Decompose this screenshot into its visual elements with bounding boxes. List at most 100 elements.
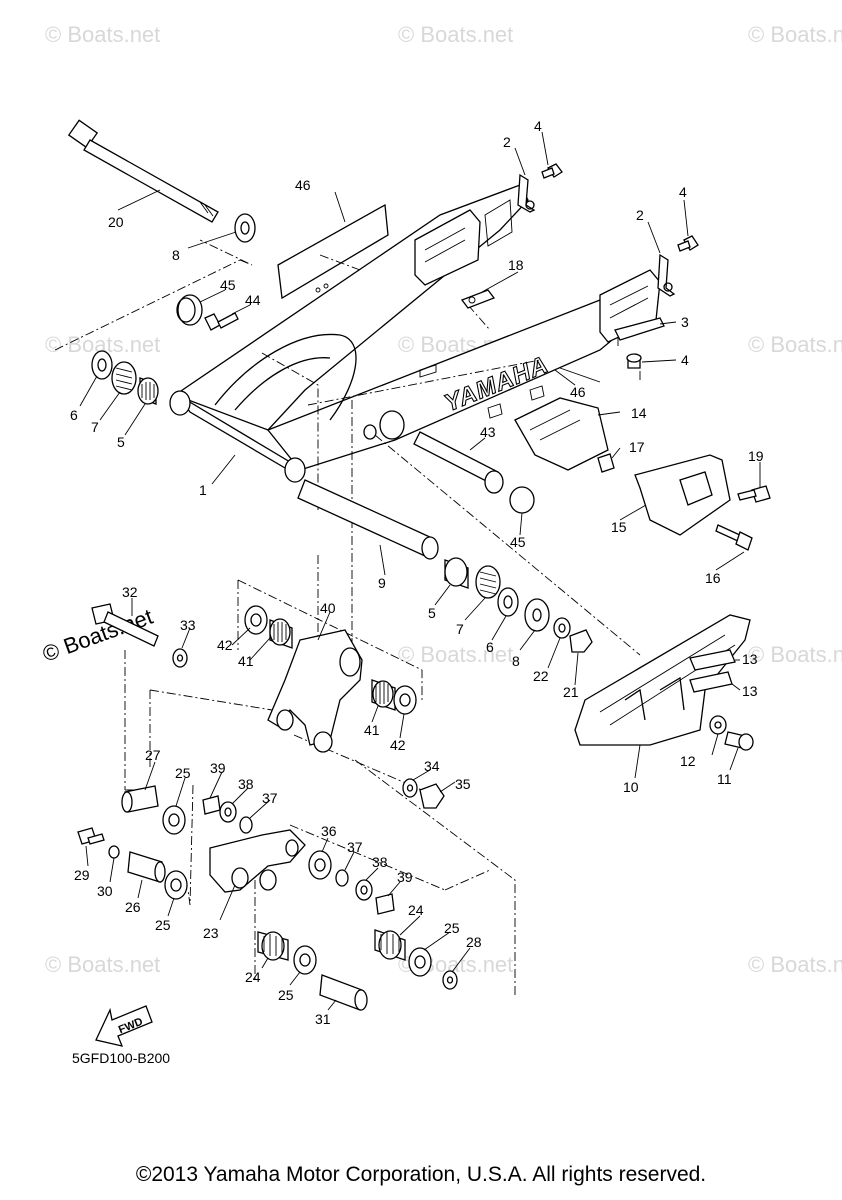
bracket[interactable] <box>657 253 676 297</box>
bearing[interactable] <box>257 931 289 961</box>
circlip[interactable] <box>335 869 349 887</box>
cap[interactable] <box>509 486 535 514</box>
callout-label: 7 <box>91 419 99 435</box>
relay-arm[interactable] <box>267 629 363 753</box>
callout-label: 38 <box>372 854 388 870</box>
shaft[interactable] <box>413 431 504 494</box>
chain-guide[interactable] <box>574 614 751 746</box>
callout-label: 6 <box>486 639 494 655</box>
callout-label: 25 <box>155 917 171 933</box>
oil-seal[interactable] <box>497 587 519 617</box>
bolt[interactable] <box>715 524 753 551</box>
oil-seal[interactable] <box>244 605 268 635</box>
callout-label: 20 <box>108 214 124 230</box>
bearing[interactable] <box>371 679 396 711</box>
nut[interactable] <box>569 629 593 653</box>
plate[interactable] <box>614 317 665 346</box>
bolt[interactable] <box>202 795 221 815</box>
bolt[interactable] <box>724 731 754 751</box>
callout-label: 33 <box>180 617 196 633</box>
bearing[interactable] <box>308 850 332 880</box>
bearing[interactable] <box>444 557 469 589</box>
nut[interactable] <box>419 783 445 809</box>
callout-label: 45 <box>510 534 526 550</box>
collar-shaft[interactable] <box>297 479 439 560</box>
washer[interactable] <box>709 715 727 735</box>
callout-label: 12 <box>680 753 696 769</box>
bearing[interactable] <box>269 618 293 649</box>
chain-guide-bracket[interactable] <box>634 454 731 536</box>
callout-label: 19 <box>748 448 764 464</box>
callout-label: 4 <box>534 118 542 134</box>
callout-label: 24 <box>245 969 261 985</box>
bracket[interactable] <box>517 173 536 213</box>
callout-label: 32 <box>122 584 138 600</box>
callout-label: 44 <box>245 292 261 308</box>
callout-label: 25 <box>278 987 294 1003</box>
callout-label: 25 <box>175 765 191 781</box>
bolt[interactable] <box>375 893 395 915</box>
watermark: © Boats.net <box>45 952 160 977</box>
swingarm[interactable]: YAMAHA <box>169 184 661 483</box>
thrust-washer[interactable] <box>234 213 256 243</box>
spring-bushing[interactable] <box>475 565 501 599</box>
callout-label: 38 <box>238 776 254 792</box>
watermark: © Boats.net <box>748 642 842 667</box>
callout-label: 42 <box>217 637 233 653</box>
bolt[interactable] <box>204 312 239 331</box>
bolt[interactable] <box>737 485 771 503</box>
guide-lines <box>187 759 516 995</box>
bearing[interactable] <box>374 929 406 961</box>
washer[interactable] <box>172 648 188 668</box>
decal[interactable] <box>277 203 389 300</box>
circlip[interactable] <box>239 816 253 834</box>
chain-guard[interactable] <box>514 397 609 471</box>
washer[interactable] <box>355 879 373 901</box>
collar[interactable] <box>127 851 166 883</box>
callout-label: 37 <box>262 790 278 806</box>
washer[interactable] <box>108 845 120 859</box>
pad[interactable] <box>689 649 736 671</box>
callout-label: 45 <box>220 277 236 293</box>
callout-label: 37 <box>347 839 363 855</box>
oil-seal[interactable] <box>293 945 317 975</box>
cap[interactable] <box>176 294 203 326</box>
oil-seal[interactable] <box>408 947 432 977</box>
bolt[interactable] <box>541 163 563 179</box>
callout-label: 17 <box>629 439 645 455</box>
callout-label: 28 <box>466 934 482 950</box>
bearing[interactable] <box>164 870 188 900</box>
thrust-washer[interactable] <box>524 598 550 632</box>
washer[interactable] <box>442 970 458 990</box>
callout-label: 15 <box>611 519 627 535</box>
bolt[interactable] <box>626 353 642 369</box>
bearing[interactable] <box>137 377 159 405</box>
bolt[interactable] <box>91 603 159 647</box>
collar[interactable] <box>121 785 159 813</box>
callout-label: 40 <box>320 600 336 616</box>
callout-label: 13 <box>742 651 758 667</box>
bolt[interactable] <box>677 235 699 252</box>
bearing[interactable] <box>162 805 186 835</box>
callout-label: 5 <box>428 605 436 621</box>
watermark: © Boats.net <box>748 22 842 47</box>
callout-label: 42 <box>390 737 406 753</box>
collar[interactable] <box>597 453 615 473</box>
washer[interactable] <box>402 778 418 798</box>
leader-lines <box>79 131 761 1011</box>
diagram-code: 5GFD100-B200 <box>72 1050 170 1066</box>
washer[interactable] <box>219 801 237 823</box>
callout-label: 26 <box>125 899 141 915</box>
oil-seal[interactable] <box>91 350 113 380</box>
callout-label: 29 <box>74 867 90 883</box>
callout-label: 23 <box>203 925 219 941</box>
washer[interactable] <box>553 617 571 639</box>
watermark: © Boats.net <box>748 952 842 977</box>
clip[interactable] <box>460 289 496 309</box>
bolt[interactable] <box>77 827 105 845</box>
oil-seal[interactable] <box>393 685 417 715</box>
collar[interactable] <box>319 974 368 1011</box>
pivot-shaft[interactable] <box>67 119 219 223</box>
connecting-rod[interactable] <box>209 829 306 893</box>
spring-bushing[interactable] <box>111 361 137 395</box>
